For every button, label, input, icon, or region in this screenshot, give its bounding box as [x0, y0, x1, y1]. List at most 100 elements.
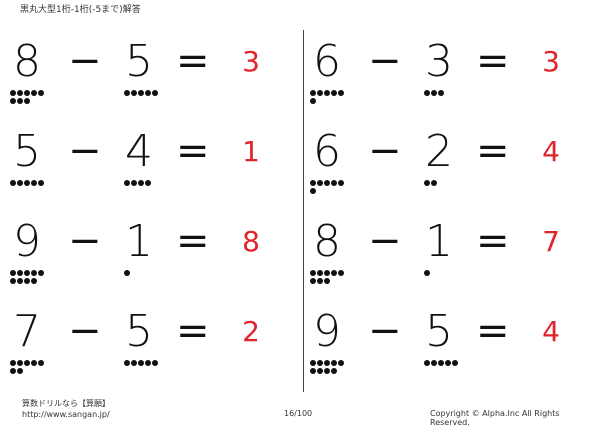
- minuend: 5: [13, 126, 41, 177]
- counting-dot: [124, 270, 130, 276]
- counting-dot: [24, 98, 30, 104]
- subtrahend: 5: [425, 306, 453, 357]
- counting-dot: [424, 180, 430, 186]
- minus-sign: −: [368, 218, 402, 264]
- counting-dot: [310, 180, 316, 186]
- minuend: 9: [13, 216, 41, 267]
- subtrahend: 1: [425, 216, 453, 267]
- counting-dot: [124, 360, 130, 366]
- counting-dot: [24, 278, 30, 284]
- counting-dot: [138, 90, 144, 96]
- counting-dot: [424, 270, 430, 276]
- counting-dot: [431, 360, 437, 366]
- counting-dot: [452, 360, 458, 366]
- minuend: 8: [313, 216, 341, 267]
- counting-dot: [38, 270, 44, 276]
- counting-dot: [431, 180, 437, 186]
- counting-dot: [131, 90, 137, 96]
- minuend: 9: [313, 306, 341, 357]
- counting-dot: [438, 90, 444, 96]
- page-number: 16/100: [284, 409, 313, 418]
- answer: 8: [242, 225, 260, 258]
- equals-sign: =: [476, 308, 510, 354]
- counting-dot: [145, 360, 151, 366]
- counting-dot: [24, 180, 30, 186]
- counting-dot: [317, 90, 323, 96]
- counting-dot: [424, 90, 430, 96]
- counting-dot: [324, 368, 330, 374]
- counting-dot: [10, 278, 16, 284]
- counting-dot: [138, 180, 144, 186]
- counting-dot: [324, 270, 330, 276]
- counting-dot: [124, 90, 130, 96]
- counting-dot: [17, 270, 23, 276]
- counting-dot: [31, 90, 37, 96]
- counting-dot: [310, 368, 316, 374]
- subtrahend: 2: [425, 126, 453, 177]
- equals-sign: =: [176, 308, 210, 354]
- counting-dot: [331, 368, 337, 374]
- answer: 1: [242, 135, 260, 168]
- minus-sign: −: [68, 38, 102, 84]
- minus-sign: −: [368, 38, 402, 84]
- counting-dot: [310, 98, 316, 104]
- counting-dot: [138, 360, 144, 366]
- answer: 2: [242, 315, 260, 348]
- counting-dot: [445, 360, 451, 366]
- worksheet-title: 黒丸大型1桁-1桁(-5まで)解答: [20, 5, 141, 15]
- footer-url[interactable]: http://www.sangan.jp/: [22, 410, 110, 419]
- counting-dot: [424, 360, 430, 366]
- answer: 4: [542, 135, 560, 168]
- counting-dot: [310, 90, 316, 96]
- counting-dot: [331, 180, 337, 186]
- answer: 3: [542, 45, 560, 78]
- problem: 7 − 5 = 2: [10, 306, 290, 396]
- minuend: 8: [13, 36, 41, 87]
- subtrahend: 3: [425, 36, 453, 87]
- counting-dot: [331, 360, 337, 366]
- counting-dot: [31, 180, 37, 186]
- footer-site-name: 算数ドリルなら【算願】: [22, 399, 110, 408]
- counting-dot: [10, 360, 16, 366]
- minuend: 6: [313, 126, 341, 177]
- counting-dot: [310, 278, 316, 284]
- equals-sign: =: [176, 38, 210, 84]
- minus-sign: −: [68, 308, 102, 354]
- counting-dot: [17, 278, 23, 284]
- counting-dot: [317, 278, 323, 284]
- counting-dot: [438, 360, 444, 366]
- equals-sign: =: [476, 128, 510, 174]
- counting-dot: [324, 360, 330, 366]
- counting-dot: [38, 180, 44, 186]
- counting-dot: [338, 270, 344, 276]
- counting-dot: [38, 360, 44, 366]
- counting-dot: [17, 98, 23, 104]
- problem: 8 − 5 = 3: [10, 36, 290, 126]
- counting-dot: [24, 360, 30, 366]
- equals-sign: =: [176, 218, 210, 264]
- counting-dot: [17, 368, 23, 374]
- minus-sign: −: [68, 218, 102, 264]
- counting-dot: [310, 270, 316, 276]
- counting-dot: [24, 90, 30, 96]
- copyright-text: Copyright © Alpha.Inc All Rights Reserve…: [430, 409, 560, 427]
- subtrahend: 5: [125, 306, 153, 357]
- answer: 3: [242, 45, 260, 78]
- counting-dot: [324, 278, 330, 284]
- counting-dot: [338, 360, 344, 366]
- equals-sign: =: [176, 128, 210, 174]
- minus-sign: −: [68, 128, 102, 174]
- problem: 6 − 2 = 4: [310, 126, 590, 216]
- counting-dot: [38, 90, 44, 96]
- counting-dot: [331, 90, 337, 96]
- counting-dot: [310, 188, 316, 194]
- counting-dot: [152, 360, 158, 366]
- minuend: 7: [13, 306, 41, 357]
- subtrahend: 5: [125, 36, 153, 87]
- counting-dot: [124, 180, 130, 186]
- counting-dot: [24, 270, 30, 276]
- counting-dot: [317, 368, 323, 374]
- counting-dot: [145, 90, 151, 96]
- counting-dot: [338, 180, 344, 186]
- counting-dot: [324, 180, 330, 186]
